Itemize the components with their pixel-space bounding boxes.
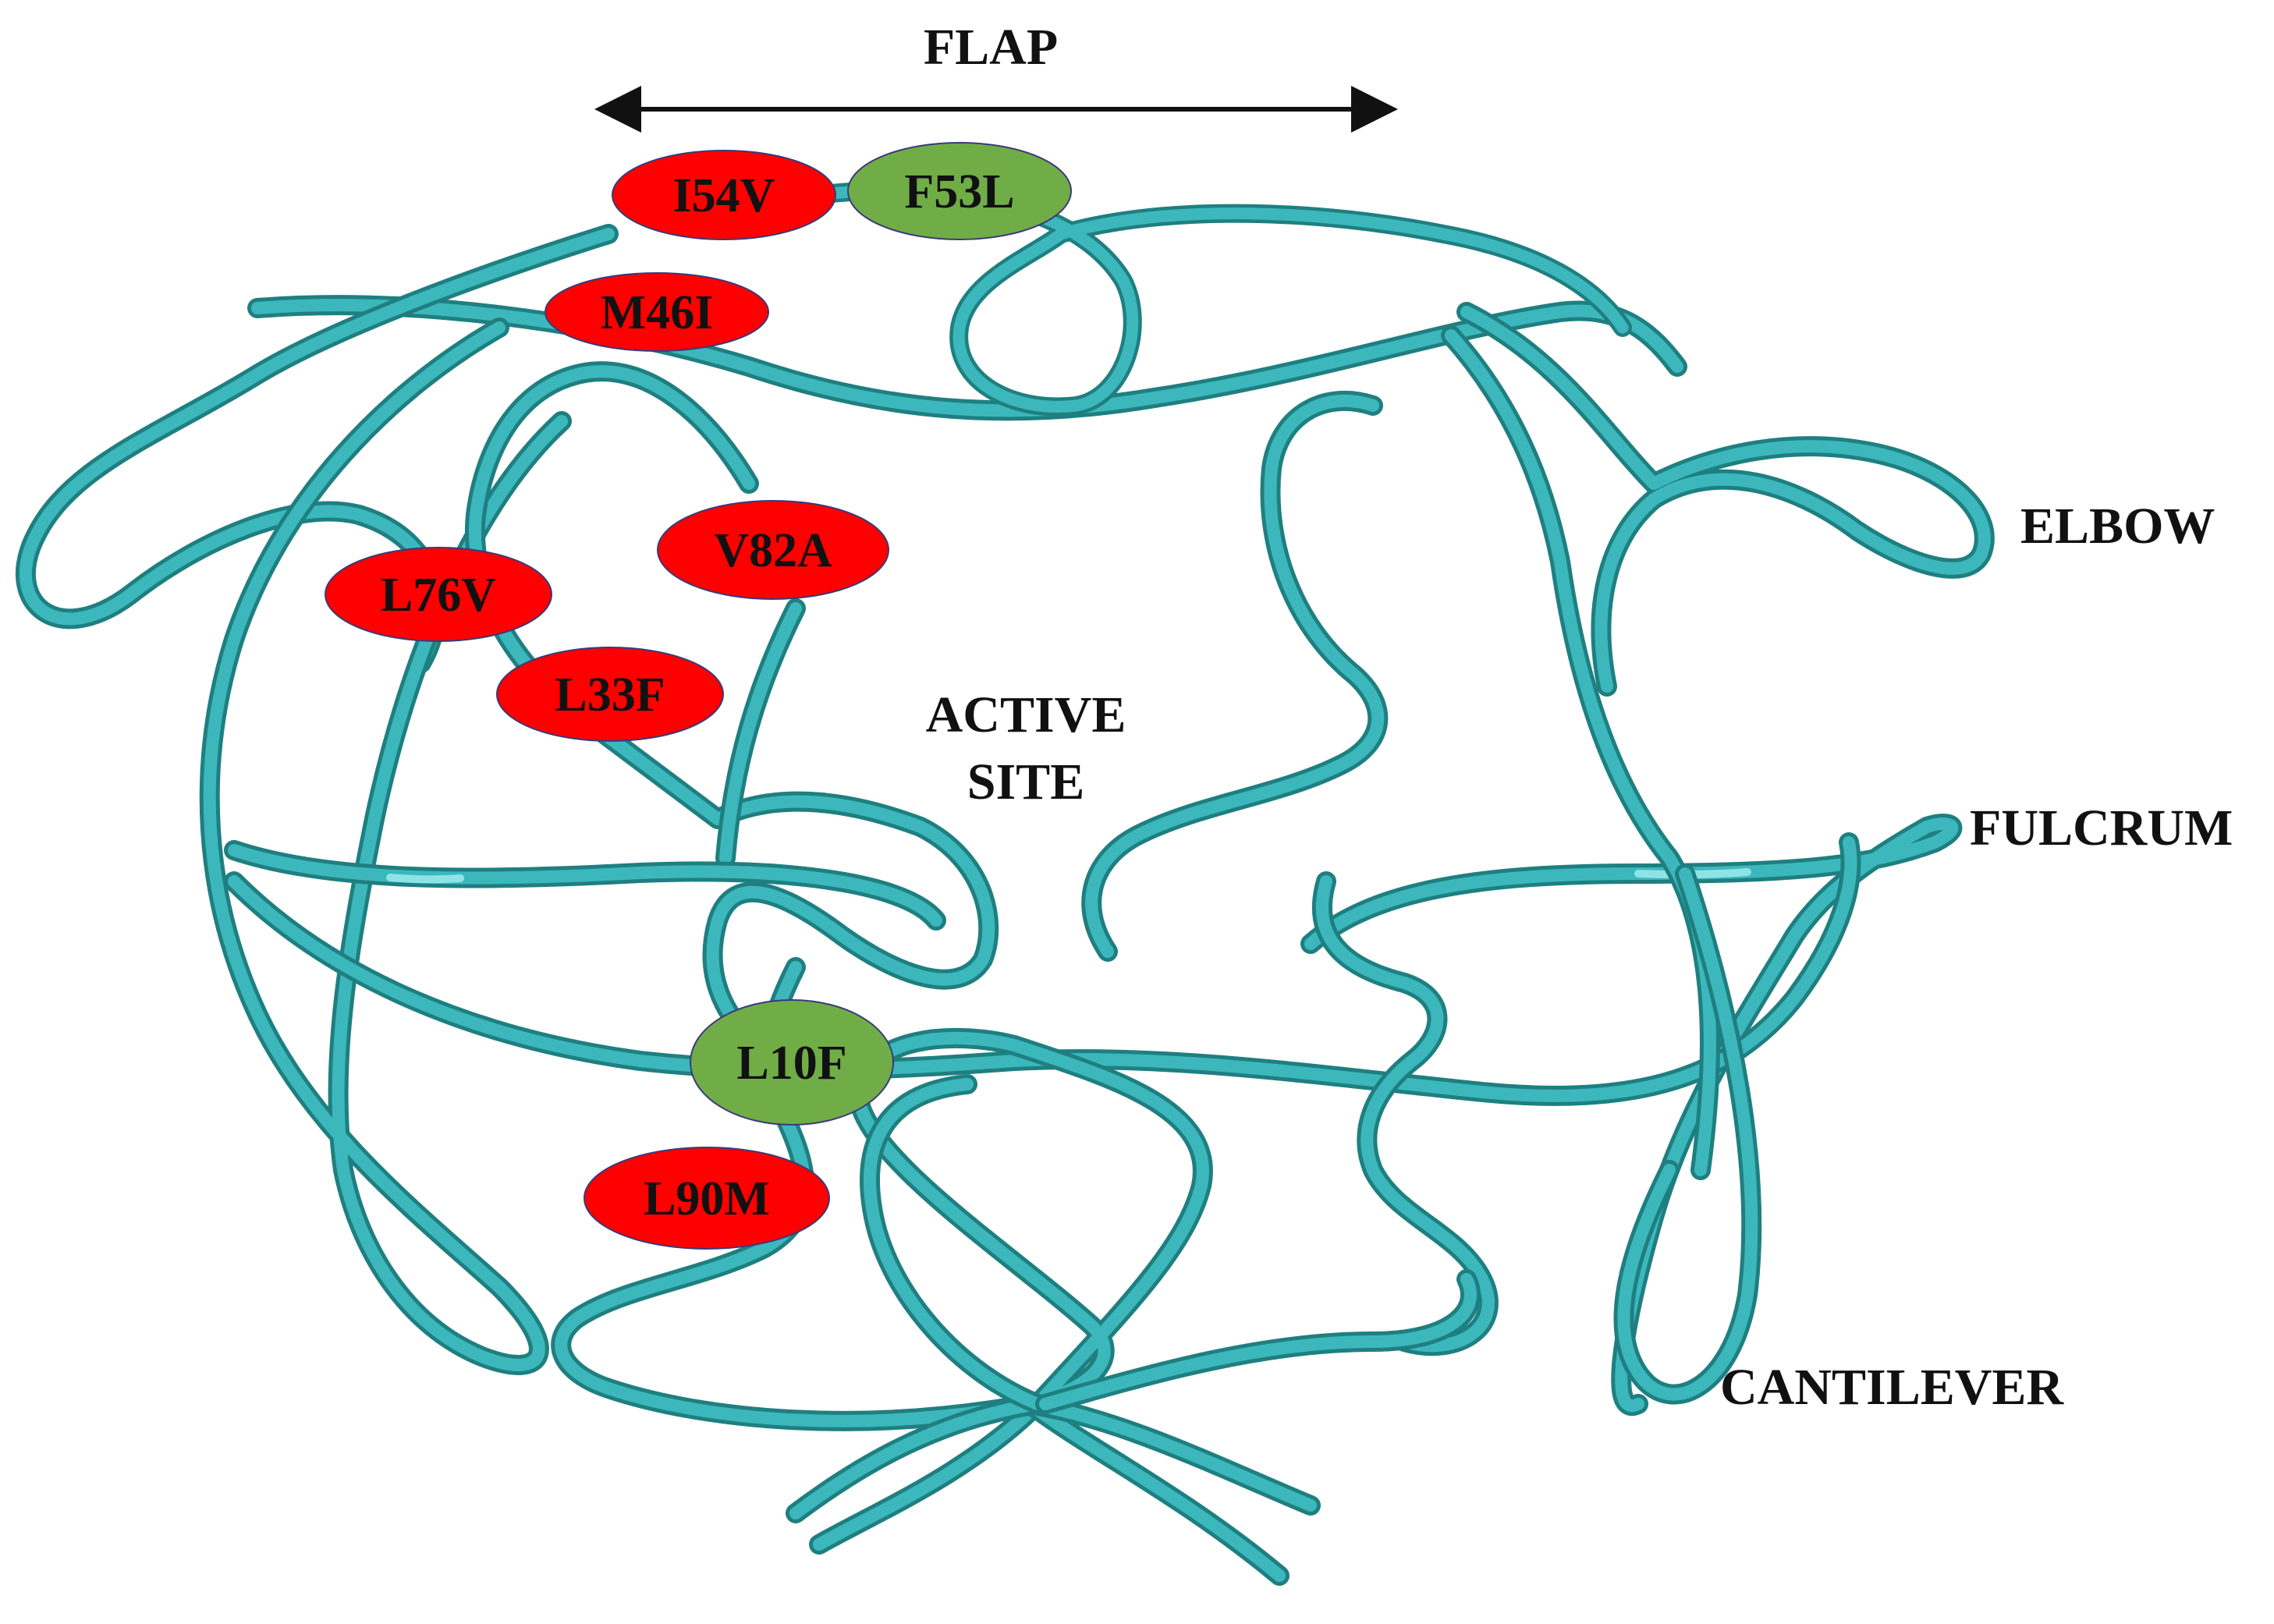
active-site-label: ACTIVE SITE (926, 686, 1126, 810)
right-inner-ribbon (1081, 325, 1720, 1356)
mutation-label: L33F (555, 668, 665, 722)
flap-indicator: FLAP (594, 19, 1398, 133)
active-site-label-line1: ACTIVE (926, 686, 1126, 743)
mutation-label: L10F (736, 1037, 846, 1090)
mutation-marker (847, 142, 1072, 240)
cantilever-label: CANTILEVER (1720, 1359, 2064, 1416)
mutation-l76v: L76V (325, 547, 552, 642)
mutation-l33f: L33F (496, 647, 724, 742)
mutation-label: M46I (601, 286, 714, 339)
mutation-label: L90M (644, 1172, 770, 1225)
mutation-label: V82A (714, 524, 832, 577)
mutation-l90m: L90M (584, 1147, 830, 1250)
mutation-marker (325, 547, 552, 642)
mutation-label: I54V (673, 169, 775, 222)
protein-ribbon (16, 181, 1995, 1586)
mutation-marker (584, 1147, 830, 1250)
left-inner-ribbon (464, 361, 999, 1048)
right-elbow-ribbon (1456, 302, 1995, 697)
mutation-marker (545, 272, 769, 352)
left-elbow-ribbon (16, 224, 619, 673)
mutation-marker (657, 500, 889, 600)
flap-label: FLAP (924, 19, 1058, 76)
fulcrum-label: FULCRUM (1970, 800, 2233, 856)
flap-ribbon (247, 181, 1687, 421)
left-outer-ribbon (199, 317, 572, 1375)
lower-band-ribbon (224, 832, 1861, 1106)
mutation-marker (496, 647, 724, 742)
mutation-label: F53L (904, 165, 1014, 218)
mutation-i54v: I54V (612, 150, 836, 240)
mutation-f53l: F53L (847, 142, 1072, 240)
mutation-label: L76V (381, 569, 496, 622)
mutation-marker (690, 999, 894, 1126)
elbow-label: ELBOW (2020, 498, 2215, 555)
mutation-m46i: M46I (545, 272, 769, 352)
mutation-marker (612, 150, 836, 240)
mutation-l10f: L10F (690, 999, 894, 1126)
bottom-ribbon (551, 863, 1762, 1586)
mutation-v82a: V82A (657, 500, 889, 600)
active-site-label-line2: SITE (967, 753, 1084, 810)
